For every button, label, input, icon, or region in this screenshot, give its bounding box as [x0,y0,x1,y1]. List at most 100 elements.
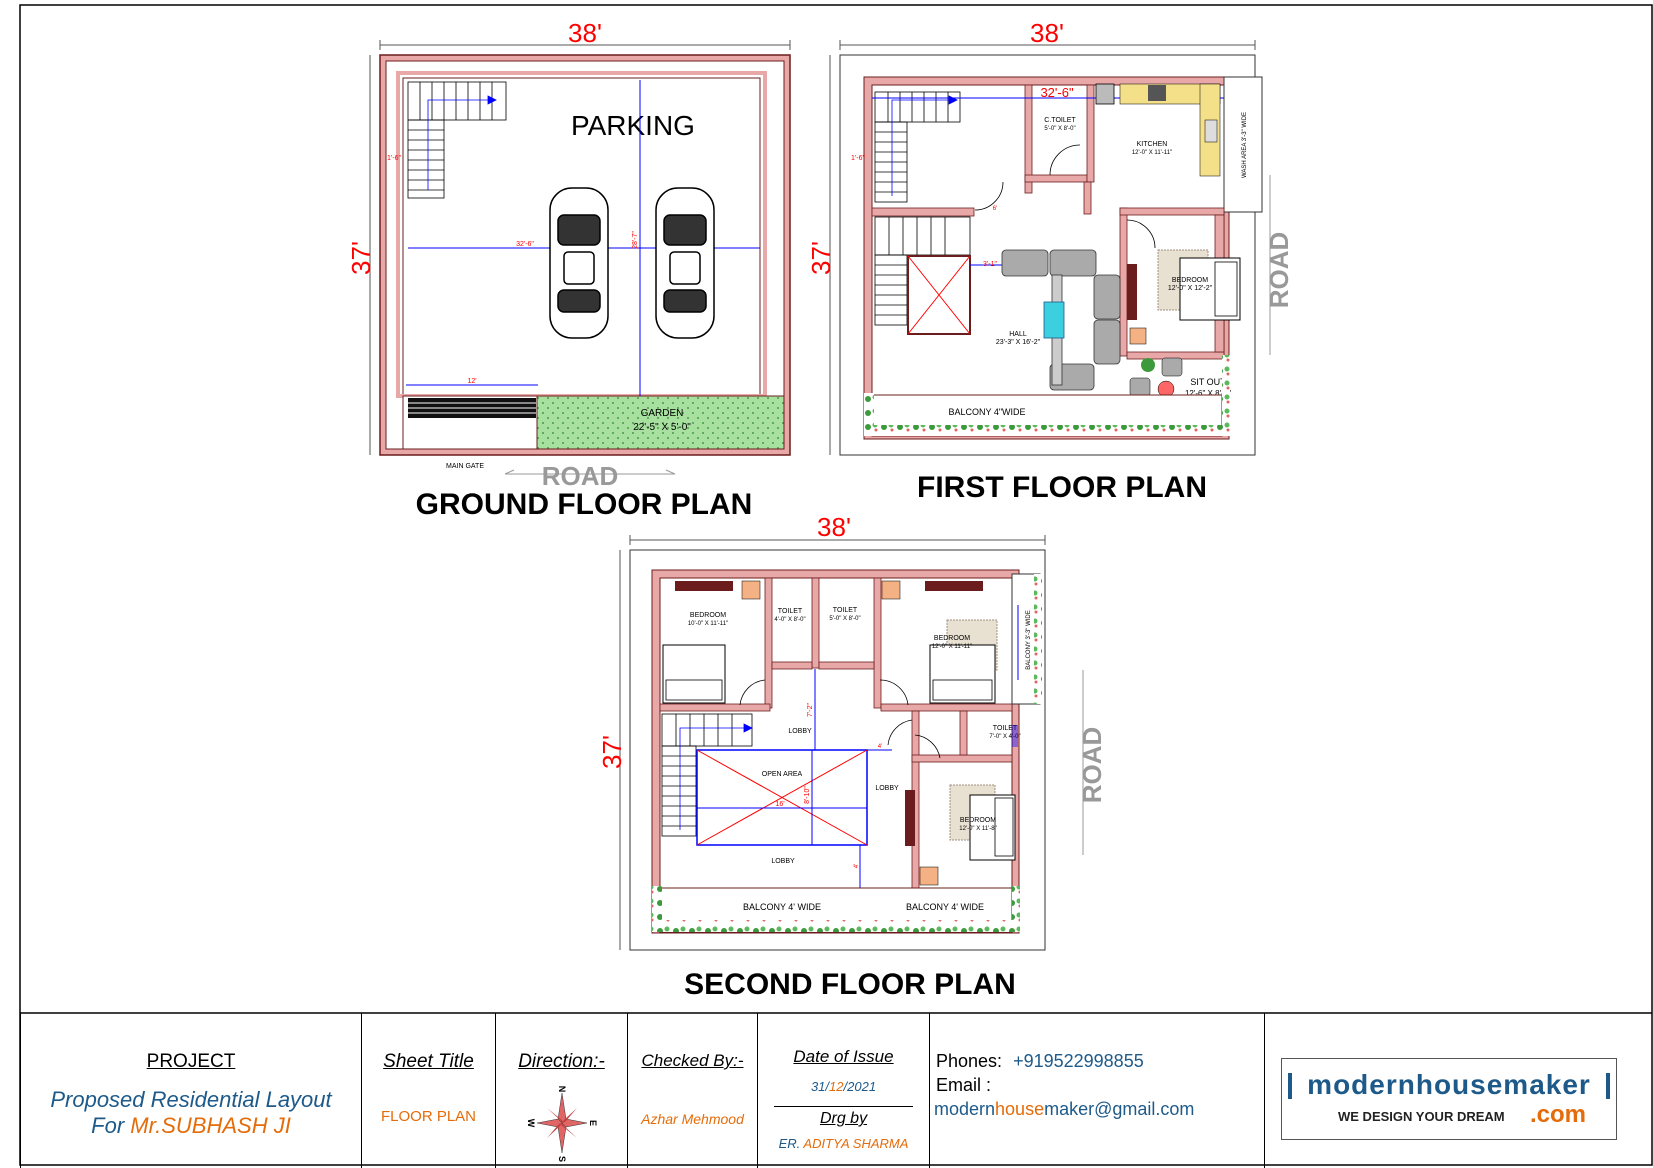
ff-stair-dim: 1'-6" [851,155,865,162]
date-value: 31/12/2021 [758,1079,929,1094]
gf-depth-dim: 37' [346,241,376,275]
sf-balcony-b: BALCONY 4' WIDE [906,902,984,912]
sf-toilet2-label: TOILET [833,607,858,614]
tb-checked-cell: Checked By:- Azhar Mehmood [628,1013,758,1168]
ff-title: FIRST FLOOR PLAN [917,471,1207,504]
gf-parking-label: PARKING [571,110,695,141]
email-part-1: modern [934,1099,996,1119]
email-label: Email : [936,1075,992,1095]
ff-ctoilet-size: 5'-0" X 8'-0" [1044,126,1075,132]
compass-icon: N S E W [527,1086,597,1162]
ground-floor-plan: 38' 37' 1'-6" PARKING 32'-6" 28'-7" [346,18,791,521]
sf-toilet3-size: 7'-0" X 4'-0" [989,734,1020,740]
car-icon [655,187,715,339]
sf-lobby-bottom: LOBBY [771,858,795,865]
phones-line: Phones: +919522998855 [936,1051,1144,1072]
ff-road-label: ROAD [1264,232,1294,309]
date-sep-2: / [843,1079,848,1094]
gf-title: GROUND FLOOR PLAN [416,488,753,521]
sf-toilet1-size: 4'-0" X 8'-0" [774,617,805,623]
compass-e: E [588,1120,597,1126]
direction-heading: Direction:- [518,1051,605,1072]
ff-door-dim: 6' [993,206,997,212]
first-floor-plan: 38' 37' 1'-6" [806,18,1294,504]
sf-dim-small2: 4' [854,864,860,868]
email-value[interactable]: modernhousemaker@gmail.com [934,1099,1194,1120]
gf-dim-gate: 12' [467,378,476,385]
sf-dim-open-h: 8'-10" [804,786,811,804]
tb-date-cell: Date of Issue 31/12/2021 Drg by ER. ADIT… [758,1013,930,1168]
email-part-3: maker@gmail.com [1044,1099,1195,1119]
tb-logo-cell: modernhousemaker WE DESIGN YOUR DREAM .c… [1265,1013,1652,1168]
tb-direction-cell: Direction:- N S E W [496,1013,628,1168]
drg-prefix: ER. [778,1136,801,1151]
second-floor-plan: 38' 37' BEDROOM 10'-0" X 11'-11" [597,512,1107,1001]
ff-bedroom-label: BEDROOM [1172,277,1208,284]
sf-bedroom1-label: BEDROOM [690,612,726,619]
sf-toilet3-label: TOILET [993,725,1018,732]
checked-value: Azhar Mehmood [641,1111,744,1127]
sf-toilet1-label: TOILET [778,608,803,615]
sf-bedroom2-size: 12'-0" X 11'-11" [932,644,972,650]
sf-dim-open-w: 16' [775,801,784,808]
checked-heading: Checked By:- [641,1051,744,1070]
ff-kitchen-size: 12'-0" X 11'-11" [1132,150,1172,156]
date-year: 2021 [847,1079,877,1094]
sf-bedroom3-label: BEDROOM [960,817,996,824]
ff-width-dim: 38' [1030,18,1064,48]
gf-dim-horizontal: 32'-6" [516,241,534,248]
gf-garden-size: 22'-5" X 5'-0" [633,422,691,433]
project-heading: PROJECT [146,1051,236,1072]
drg-name: ADITYA SHARMA [803,1136,909,1151]
sheet-title-value: FLOOR PLAN [380,1108,477,1125]
sf-lobby-right: LOBBY [875,785,899,792]
sf-open-area: OPEN AREA [762,771,803,778]
sheet-border [19,4,1653,1166]
date-sep-1: / [825,1079,830,1094]
project-client: Mr.SUBHASH JI [130,1113,291,1138]
gf-dim-vertical: 28'-7" [632,231,639,249]
gf-road-label: ROAD [542,461,619,491]
gf-main-gate: MAIN GATE [446,463,484,470]
ff-hall-size: 23'-3" X 16'-2" [996,339,1041,346]
ff-hall-label: HALL [1009,331,1027,338]
email-part-2: house [995,1099,1045,1119]
logo-tagline: WE DESIGN YOUR DREAM [1338,1109,1505,1124]
car-icon [549,187,609,339]
sf-balcony-a: BALCONY 4' WIDE [743,902,821,912]
ff-bedroom-size: 12'-0" X 12'-2" [1168,285,1213,292]
sf-width-dim: 38' [817,512,851,542]
sf-bedroom3-size: 12'-0" X 11'-8" [959,826,996,832]
tb-sheet-title-cell: Sheet Title FLOOR PLAN [362,1013,496,1168]
compass-s: S [557,1156,567,1162]
sf-bedroom1-size: 10'-0" X 11'-11" [688,621,728,627]
sf-title: SECOND FLOOR PLAN [684,968,1016,1001]
ff-lift-dim: 3'-1" [983,261,997,268]
drg-heading: Drg by [819,1110,868,1127]
ff-sitout-label: SIT OUT [1190,377,1226,387]
project-line1: Proposed Residential Layout [50,1087,332,1112]
company-logo: modernhousemaker WE DESIGN YOUR DREAM .c… [1281,1058,1617,1140]
logo-text: modernhousemaker [1307,1069,1591,1100]
phones-value[interactable]: +919522998855 [1013,1051,1144,1071]
sf-depth-dim: 37' [597,735,627,769]
gf-stair-dim: 1'-6" [387,155,401,162]
ff-balcony-label: BALCONY 4"WIDE [948,407,1025,417]
ff-depth-dim: 37' [806,241,836,275]
sf-balcony-side: BALCONY 3'-3" WIDE [1026,610,1032,670]
ff-kitchen-label: KITCHEN [1137,141,1168,148]
ff-ctoilet-label: C.TOILET [1044,117,1076,124]
phones-label: Phones: [936,1051,1003,1071]
compass-w: W [527,1119,536,1128]
sf-lobby-top: LOBBY [788,728,812,735]
ff-inner-dim: 32'-6" [1040,85,1074,100]
date-heading: Date of Issue [793,1047,894,1066]
project-for: For [91,1113,131,1138]
sf-dim-small1: 4' [878,744,882,750]
gf-garden-label: GARDEN [641,408,684,419]
drg-value: ER. ADITYA SHARMA [758,1136,929,1151]
sf-dim-lobby-v: 7'-2" [807,703,814,717]
sf-toilet2-size: 5'-0" X 8'-0" [829,616,860,622]
tb-project-cell: PROJECT Proposed Residential Layout For … [20,1013,362,1168]
